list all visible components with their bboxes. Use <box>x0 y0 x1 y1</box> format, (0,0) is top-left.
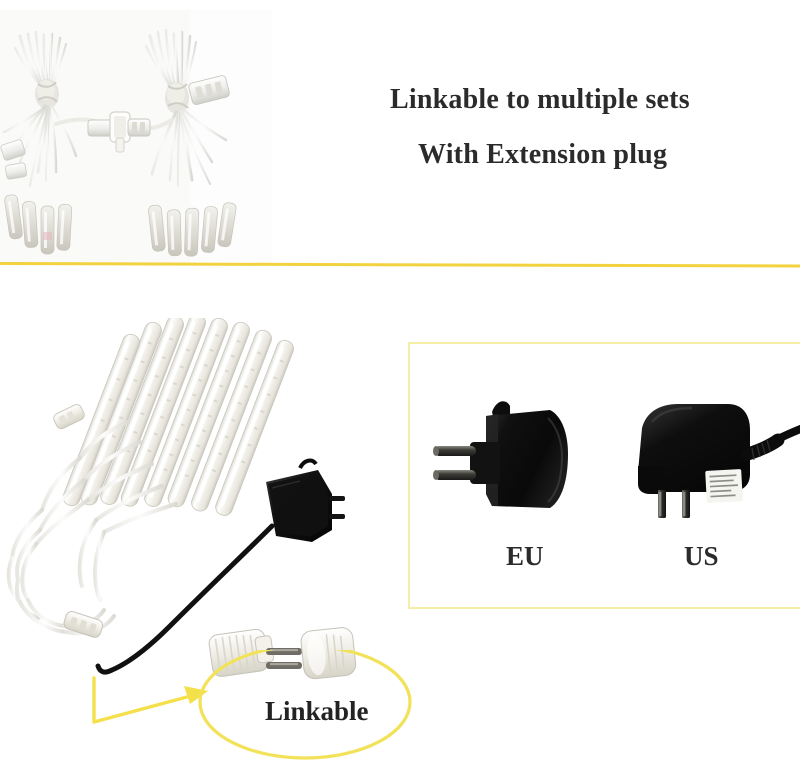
headline-line-2: With Extension plug <box>418 139 668 170</box>
yellow-highlight-ellipse <box>198 650 412 760</box>
adapter-spec-label <box>705 469 743 503</box>
headline-line-1: Linkable to multiple sets <box>390 84 690 115</box>
linked-light-strings-photo <box>0 10 272 264</box>
linked-light-strings-graphic <box>0 10 272 264</box>
us-blade-pins <box>658 490 690 518</box>
eu-power-adapter-graphic <box>420 388 600 518</box>
meteor-tube-kit-graphic <box>0 318 400 728</box>
us-power-adapter-graphic <box>608 388 800 520</box>
yellow-pointer-arrow <box>92 676 200 724</box>
black-power-adapter-icon <box>266 458 345 542</box>
linkable-callout-overlay <box>92 650 412 760</box>
eu-power-adapter-photo <box>420 388 600 518</box>
yellow-divider-rule <box>0 262 800 268</box>
adapter-cable <box>95 523 275 675</box>
linkable-callout-label: Linkable <box>265 696 369 726</box>
adapter-cable-exit <box>741 424 800 461</box>
meteor-tube-kit-photo <box>0 318 400 728</box>
adapter-label-eu: EU <box>506 541 544 571</box>
adapter-label-us: US <box>684 541 719 571</box>
eu-round-pins <box>433 446 476 480</box>
us-power-adapter-photo <box>608 388 800 520</box>
